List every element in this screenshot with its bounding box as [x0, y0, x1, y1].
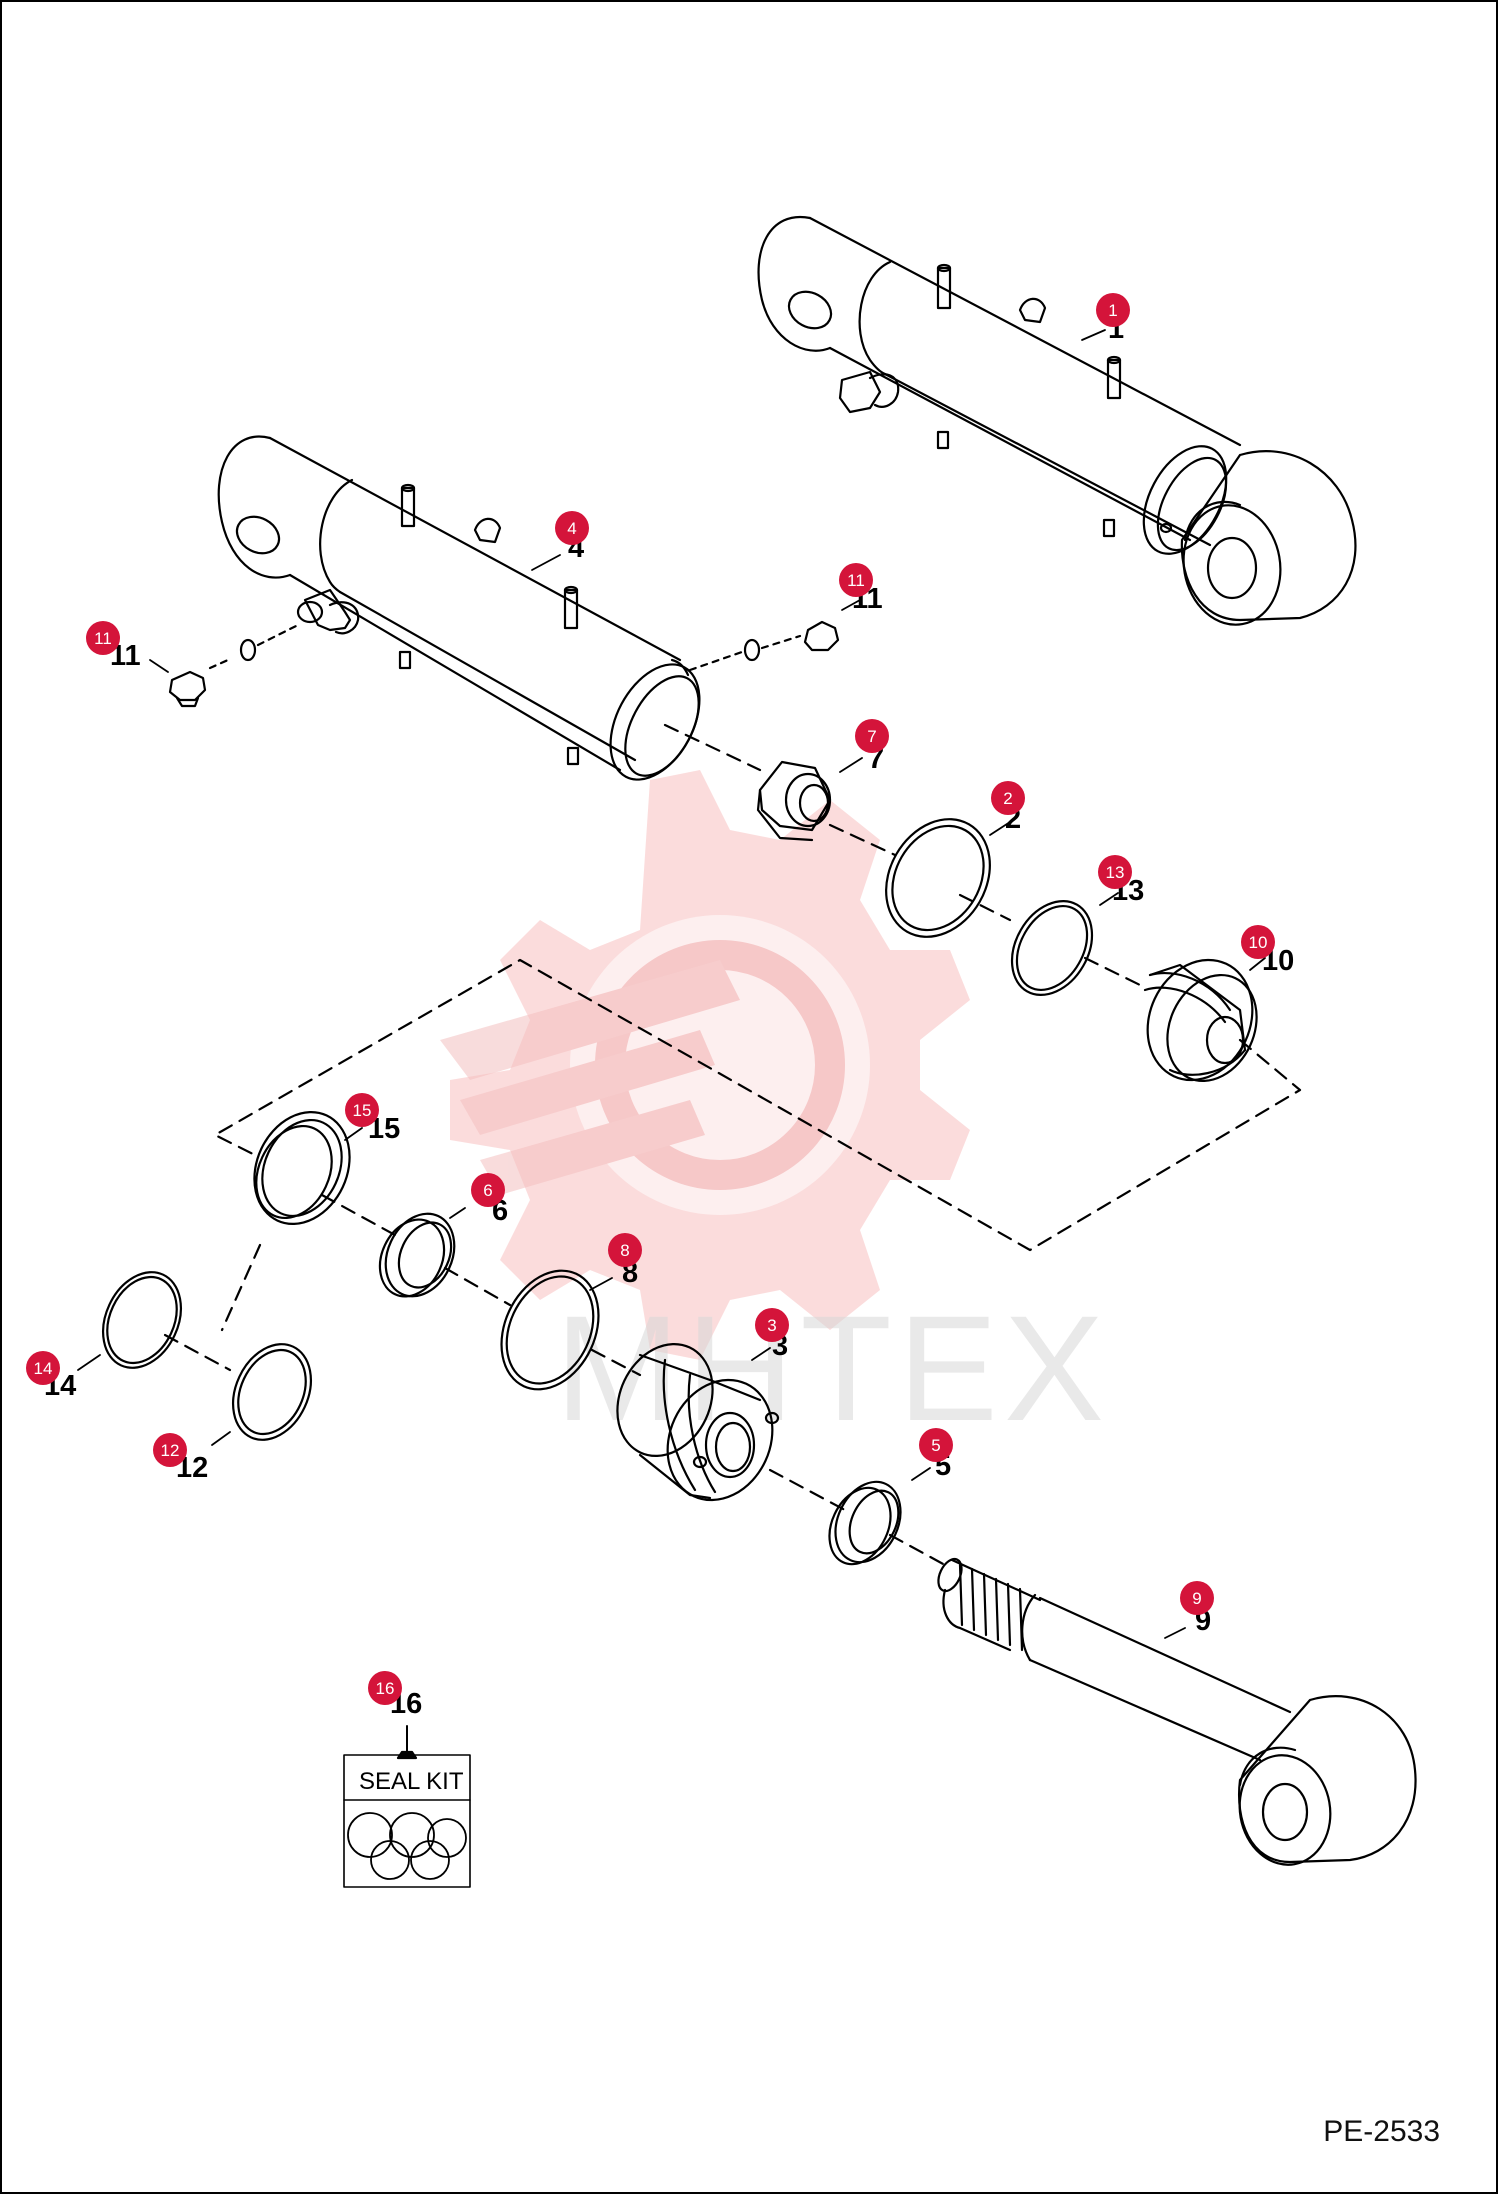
callout-badge-p2[interactable] [991, 781, 1025, 815]
seal-part-6 [378, 1212, 456, 1298]
callout-badge-number-p4: 4 [567, 519, 576, 538]
callout-labels: 1144111111117722131310101515668833141412… [26, 293, 1294, 1720]
callout-badge-number-p14: 14 [34, 1359, 53, 1378]
oring-part-13 [1010, 900, 1094, 996]
cylinder-tube-part-4 [217, 435, 701, 781]
seal-part-5 [828, 1480, 902, 1566]
explode-axis-upper [213, 723, 1302, 1252]
backup-ring-part-12 [232, 1343, 312, 1441]
explode-axis-lower [163, 1193, 947, 1567]
callout-badge-p15[interactable] [345, 1093, 379, 1127]
callout-badge-number-p1: 1 [1108, 301, 1117, 320]
callout-badge-p5[interactable] [919, 1428, 953, 1462]
callout-badge-p14[interactable] [26, 1351, 60, 1385]
callout-badge-p4[interactable] [555, 511, 589, 545]
watermark-gear-inner [440, 915, 870, 1215]
callout-badge-number-p11b: 11 [847, 571, 865, 590]
callout-badge-p12[interactable] [153, 1433, 187, 1467]
oring-part-14 [102, 1271, 182, 1369]
callout-badge-number-p6: 6 [483, 1181, 492, 1200]
piston-part-10 [1143, 958, 1258, 1083]
callout-badge-number-p16: 16 [376, 1679, 395, 1698]
callout-badge-number-p8: 8 [620, 1241, 629, 1260]
callout-badge-p3[interactable] [755, 1308, 789, 1342]
callout-badge-p8[interactable] [608, 1233, 642, 1267]
callout-badge-p16[interactable] [368, 1671, 402, 1705]
seal-kit-label: SEAL KIT [359, 1768, 464, 1795]
callout-badge-number-p3: 3 [767, 1316, 776, 1335]
callout-badge-p11a[interactable] [86, 621, 120, 655]
callout-badge-p11b[interactable] [839, 563, 873, 597]
rod-part-9 [937, 1557, 1417, 1866]
callout-badge-number-p10: 10 [1249, 933, 1268, 952]
callout-badge-number-p11a: 11 [94, 629, 112, 648]
drawing-reference-code: PE-2533 [1323, 2115, 1440, 2148]
ring-part-2 [885, 818, 991, 938]
callout-badge-p9[interactable] [1180, 1581, 1214, 1615]
callout-badge-number-p13: 13 [1106, 863, 1125, 882]
fitting-part-11-right [688, 620, 840, 672]
fitting-part-11-left [168, 623, 300, 708]
watermark-text: MHTEX [555, 1284, 1110, 1452]
callout-badge-p1[interactable] [1096, 293, 1130, 327]
callout-badge-p10[interactable] [1241, 925, 1275, 959]
cylinder-assembly-part-1 [757, 215, 1357, 626]
gland-part-3 [616, 1342, 780, 1502]
nut-part-7 [756, 760, 832, 842]
callout-badge-number-p15: 15 [353, 1101, 372, 1120]
callout-badge-p6[interactable] [471, 1173, 505, 1207]
callout-badge-number-p9: 9 [1192, 1589, 1201, 1608]
callout-badge-number-p12: 12 [161, 1441, 180, 1460]
callout-badge-p7[interactable] [855, 719, 889, 753]
callout-badge-number-p2: 2 [1003, 789, 1012, 808]
callout-badge-p13[interactable] [1098, 855, 1132, 889]
callout-badge-number-p5: 5 [931, 1436, 940, 1455]
callout-badge-number-p7: 7 [867, 727, 876, 746]
oring-part-8 [500, 1269, 600, 1391]
leader-lines [77, 329, 1266, 1639]
seal-part-15 [253, 1110, 351, 1226]
seal-kit-part-16 [343, 1725, 471, 1888]
